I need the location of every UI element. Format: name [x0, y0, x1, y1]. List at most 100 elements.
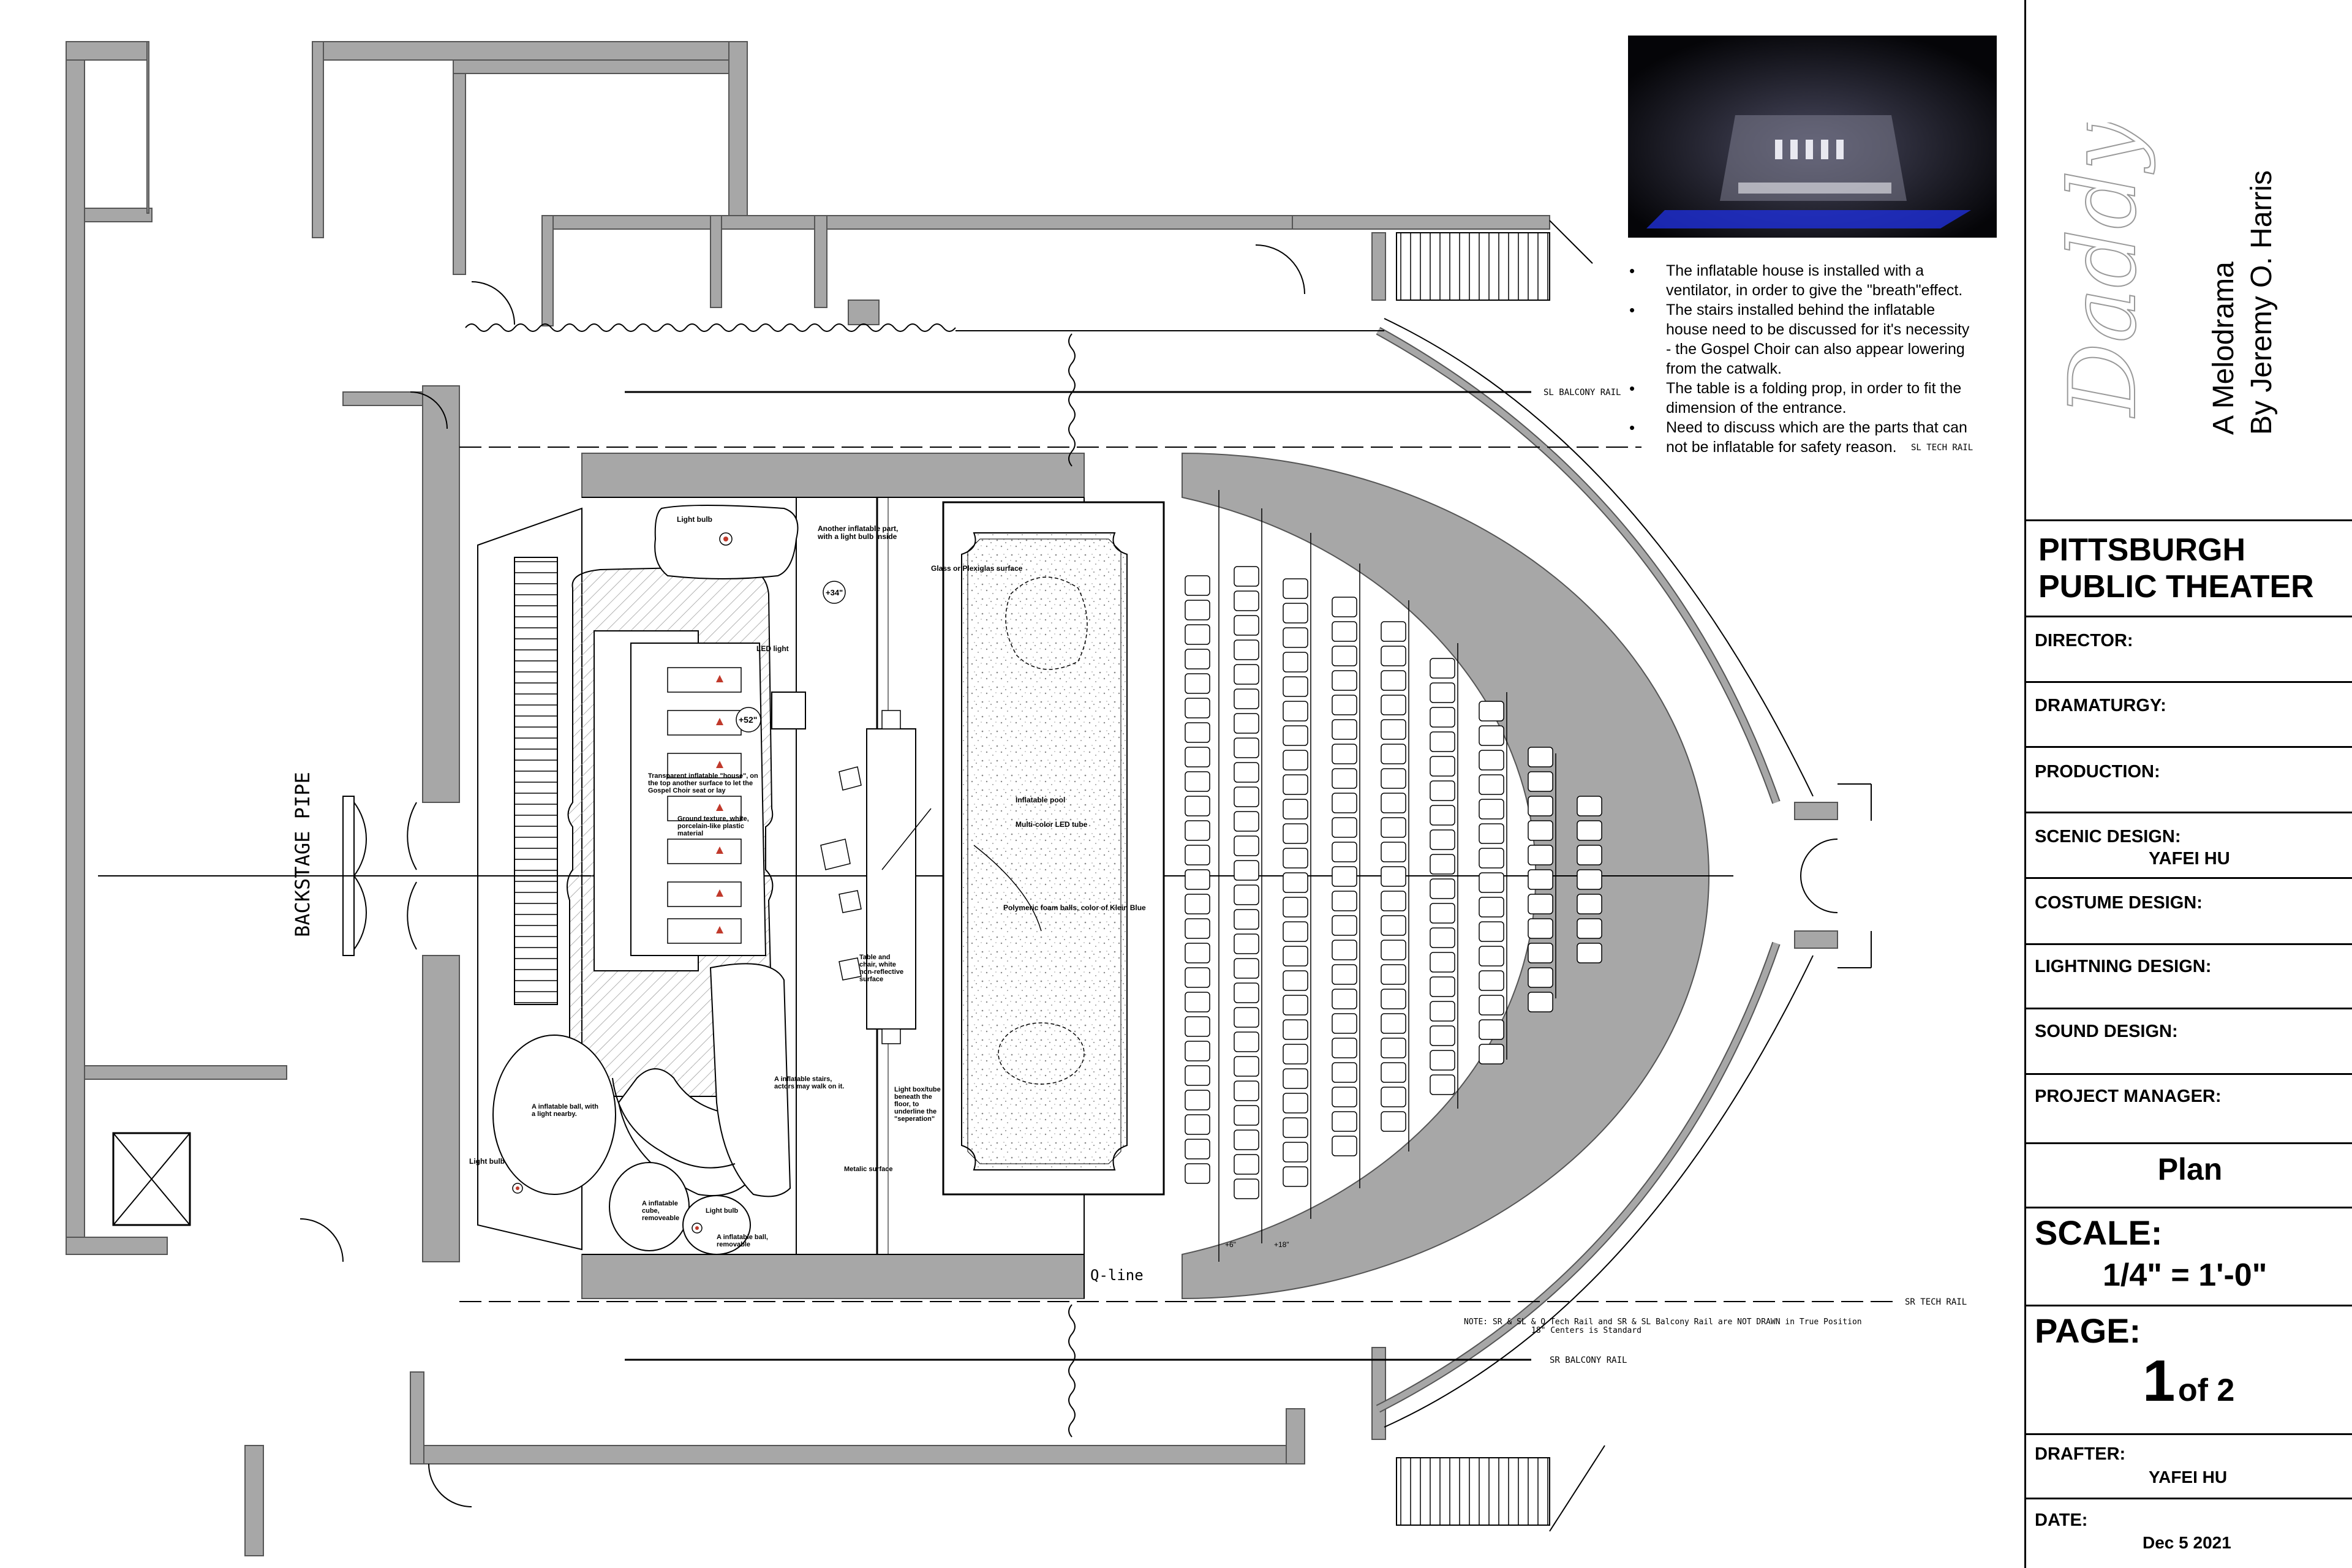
seat	[1430, 707, 1455, 728]
seat	[1381, 695, 1406, 715]
label-table-chair-4: surface	[859, 976, 883, 983]
seat	[1381, 964, 1406, 985]
seat	[1234, 615, 1259, 636]
seat	[1332, 891, 1357, 911]
sr-balcony-rail-label: SR BALCONY RAIL	[1550, 1355, 1627, 1365]
show-title-text: Daddy	[2050, 123, 2157, 418]
seat	[1528, 992, 1553, 1012]
seat	[1283, 1044, 1308, 1065]
seat	[1283, 1093, 1308, 1114]
divider	[2026, 1008, 2352, 1009]
seat	[1479, 970, 1504, 991]
seat	[1234, 1080, 1259, 1101]
label-inflatable-ball-light-2: a light nearby.	[532, 1110, 577, 1118]
seat	[1234, 639, 1259, 660]
seat	[1381, 989, 1406, 1009]
seat	[1479, 995, 1504, 1016]
seat	[1479, 872, 1504, 893]
seat	[1234, 1154, 1259, 1175]
seat	[1381, 1062, 1406, 1083]
seat	[1234, 590, 1259, 611]
seat	[1430, 952, 1455, 973]
label-inflatable-stairs-1: A inflatable stairs,	[774, 1076, 832, 1083]
seat	[1283, 774, 1308, 795]
seat	[1234, 713, 1259, 734]
seat	[1430, 1074, 1455, 1095]
seat	[1234, 688, 1259, 709]
seat	[1332, 1013, 1357, 1034]
seat	[1185, 1041, 1210, 1061]
label-table-chair-2: chair, white	[859, 961, 896, 968]
elevator-box	[112, 1132, 191, 1226]
seat	[1283, 921, 1308, 942]
seat	[1234, 860, 1259, 881]
sheet-title: Plan	[2157, 1152, 2223, 1186]
label-led-light: LED light	[756, 644, 789, 653]
seat	[1430, 854, 1455, 875]
label-light-box-2: beneath the	[894, 1093, 932, 1101]
seat	[1479, 750, 1504, 771]
seat	[1332, 1136, 1357, 1156]
seat	[1185, 1065, 1210, 1086]
label-transparent-house-1: Transparent inflatable "house", on	[648, 772, 758, 780]
seat	[1185, 943, 1210, 963]
table	[866, 728, 916, 1030]
seat	[1185, 698, 1210, 718]
seat	[1430, 780, 1455, 801]
seat	[1381, 719, 1406, 740]
label-ground-texture-2: porcelain-like plastic	[677, 823, 744, 830]
seat	[1381, 1013, 1406, 1034]
seat	[1479, 701, 1504, 722]
seat	[1332, 670, 1357, 691]
seat	[1430, 829, 1455, 850]
seat	[1430, 756, 1455, 777]
seat	[1185, 894, 1210, 914]
note-item: The inflatable house is installed with a…	[1629, 261, 1972, 300]
label-light-box-4: underline the	[894, 1108, 937, 1115]
inflatable-pool	[961, 532, 1128, 1170]
dramaturgy-label: DRAMATURGY:	[2035, 696, 2166, 715]
seat	[1332, 989, 1357, 1009]
elevation-6: +6"	[1225, 1240, 1236, 1249]
scenic-design-value: YAFEI HU	[2149, 849, 2230, 869]
note-item: The table is a folding prop, in order to…	[1629, 379, 1972, 418]
seat	[1479, 848, 1504, 869]
seat	[1381, 940, 1406, 960]
seat	[1234, 1007, 1259, 1028]
drafter-label: DRAFTER:	[2035, 1444, 2126, 1464]
seat	[1283, 823, 1308, 844]
seat	[1332, 817, 1357, 838]
label-another-inflatable-2: with a light bulb inside	[817, 532, 897, 541]
seat	[1283, 848, 1308, 869]
seat	[1577, 796, 1602, 816]
lightning-design-label: LIGHTNING DESIGN:	[2035, 957, 2212, 976]
seat	[1479, 1019, 1504, 1040]
seat	[1381, 1111, 1406, 1132]
seat	[1430, 658, 1455, 679]
divider	[2026, 519, 2352, 521]
seat	[1234, 762, 1259, 783]
seat	[1185, 673, 1210, 694]
seat	[1381, 1038, 1406, 1058]
seat	[1332, 768, 1357, 789]
seat	[1332, 1111, 1357, 1132]
seat	[1332, 646, 1357, 666]
seat	[1381, 891, 1406, 911]
stairs-lower-right	[1396, 1457, 1550, 1526]
label-inflatable-ball-removable-2: removable	[717, 1241, 750, 1248]
seat	[1185, 820, 1210, 841]
seat	[1185, 1016, 1210, 1037]
seat	[1283, 750, 1308, 771]
seat	[1528, 771, 1553, 792]
seat	[1185, 845, 1210, 865]
seat	[1283, 872, 1308, 893]
seat	[1283, 799, 1308, 820]
seat	[1528, 845, 1553, 865]
seat	[1234, 1031, 1259, 1052]
divider	[2026, 1305, 2352, 1306]
q-line-label: Q-line	[1090, 1267, 1144, 1284]
seat	[1577, 894, 1602, 914]
seat	[1283, 1166, 1308, 1187]
label-table-chair-1: Table and	[859, 954, 891, 961]
